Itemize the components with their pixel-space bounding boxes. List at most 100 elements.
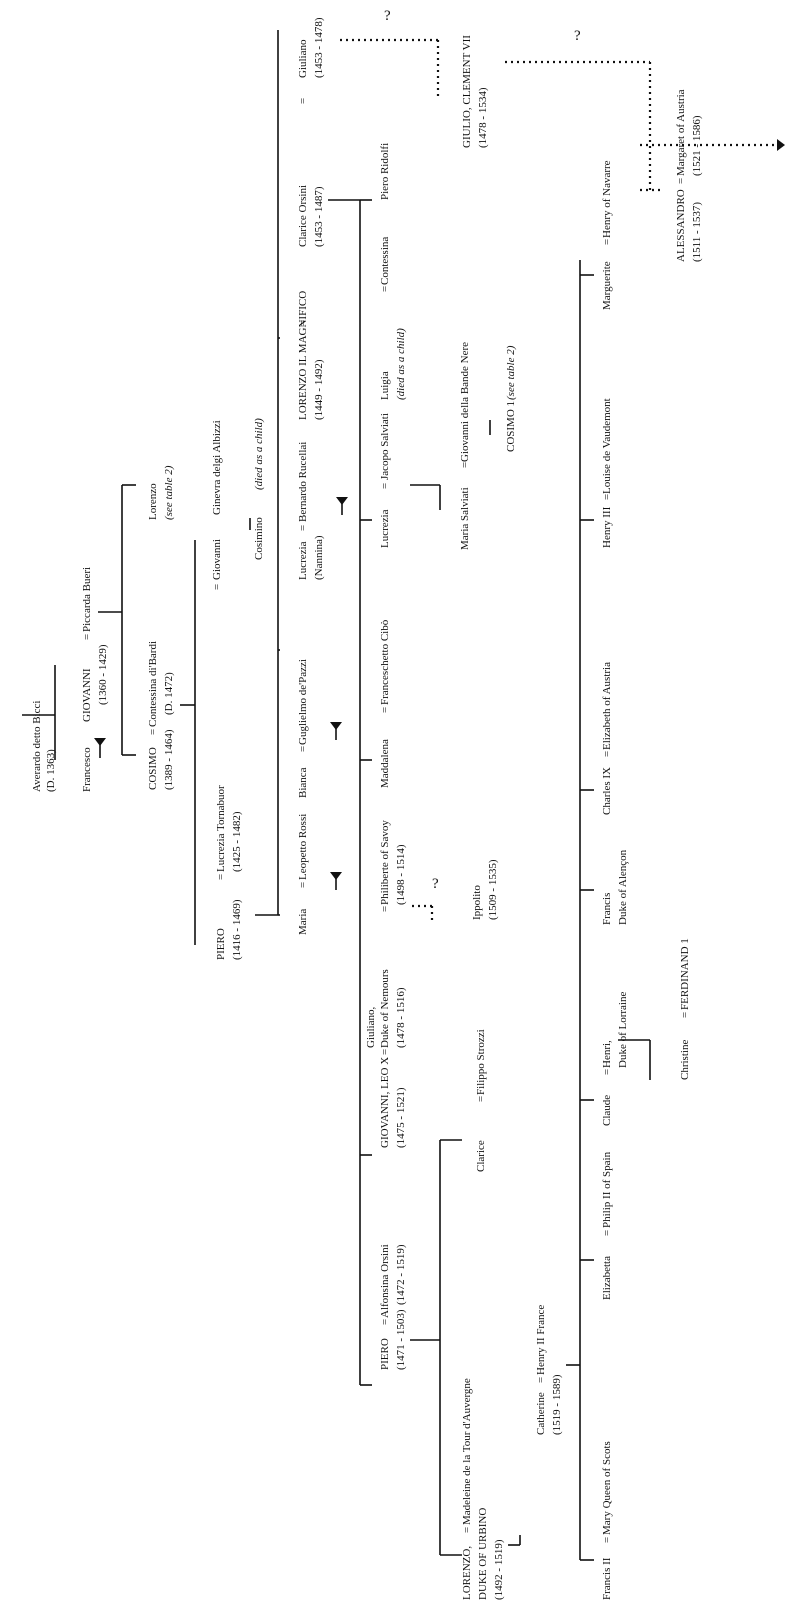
- dates-ippolito: (1509 - 1535): [487, 859, 499, 920]
- dates-alfonsina: (1472 - 1519): [395, 1244, 407, 1305]
- dates-piero-gouty: (1416 - 1469): [231, 899, 243, 960]
- dates-lorenzo-urbino: (1492 - 1519): [493, 1539, 505, 1600]
- name-maria-salviati: Maria Salviati: [459, 487, 471, 550]
- note-cosimo-i: (see table 2): [505, 345, 517, 400]
- name-giovanni-bicci: GIOVANNI: [81, 668, 93, 722]
- name-ippolito: Ippolito: [471, 885, 483, 920]
- name-cosimo-i: COSIMO 1: [505, 401, 517, 452]
- note-cosimino: (died as a child): [253, 418, 265, 490]
- name-claude: Claude: [601, 1095, 613, 1126]
- spouse-philiberte: Philiberte of Savoy: [379, 820, 391, 905]
- name-henry-iii: Henry III: [601, 506, 613, 548]
- dates-lucrezia-tornabuoni: (1425 - 1482): [231, 811, 243, 872]
- uncertain-mark: ?: [574, 28, 581, 44]
- arrow-icon: [94, 738, 106, 746]
- dates-giuliano-nemours: (1478 - 1516): [395, 987, 407, 1048]
- arrow-icon: [336, 497, 348, 505]
- spouse-henry-navarre: Henry of Navarre: [601, 160, 613, 238]
- name-luigia: Luigia: [379, 371, 391, 400]
- marriage-mark: =: [379, 483, 391, 489]
- name-charles-ix: Charles IX: [601, 767, 613, 815]
- spouse-louise: Louise de Vaudemont: [601, 398, 613, 494]
- dates-philiberte: (1498 - 1514): [395, 844, 407, 905]
- marriage-mark: =: [379, 1319, 391, 1325]
- marriage-mark: =: [379, 707, 391, 713]
- marriage-mark: =: [297, 882, 309, 888]
- marriage-mark: =: [297, 746, 309, 752]
- dates-lorenzo-magnifico: (1449 - 1492): [313, 359, 325, 420]
- spouse-lucrezia-tornabuoni: Lucrezia Tornabuor: [215, 785, 227, 872]
- note-lorenzo-elder: (see table 2): [163, 465, 175, 520]
- spouse-elizabeth-austria: Elizabeth of Austria: [601, 662, 613, 750]
- spouse-leopetto: Leopetto Rossi: [297, 814, 309, 880]
- spouse-philip-ii: Philip II of Spain: [601, 1151, 613, 1228]
- marriage-mark: =: [461, 1527, 473, 1533]
- spouse-ferdinand: FERDINAND 1: [679, 938, 691, 1010]
- marriage-mark: =: [297, 525, 309, 531]
- spouse-guglielmo: Guglielmo de'Pazzi: [297, 659, 309, 745]
- marriage-mark: =: [379, 1049, 391, 1055]
- marriage-mark: =: [601, 1069, 613, 1075]
- name-lucrezia-nannina: Lucrezia: [297, 541, 309, 580]
- spouse-clarice-orsini: Clarice Orsini: [297, 185, 309, 247]
- spouse-henri-lorraine: Henri,: [601, 1040, 613, 1068]
- name-giulio-clement-vii: GIULIO, CLEMENT VII: [461, 35, 473, 148]
- title-duke-alencon: Duke of Alençon: [617, 849, 629, 925]
- name-contessina: Contessina: [379, 237, 391, 285]
- name-giuliano: Giuliano: [297, 39, 309, 78]
- dates-giuliano: (1453 - 1478): [313, 17, 325, 78]
- name-christine: Christine: [679, 1040, 691, 1080]
- tree-connector-lines: [22, 30, 785, 1561]
- name-clarice-younger: Clarice: [475, 1140, 487, 1172]
- name-lorenzo-magnifico: LORENZO IL MAGNIFICO: [297, 291, 309, 420]
- uncertain-mark: ?: [432, 876, 439, 892]
- spouse-margaret-austria: Margaret of Austria: [675, 89, 687, 176]
- tree-labels: Averardo detto Bicci(D. 1363)FrancescoGI…: [31, 8, 703, 1600]
- marriage-mark: =: [601, 1230, 613, 1236]
- spouse-piccarda: Piccarda Bueri: [81, 567, 93, 632]
- note-nannina: (Nannina): [313, 535, 325, 580]
- spouse-piero-ridolfi: Piero Ridolfi: [379, 143, 391, 200]
- marriage-mark: =: [211, 584, 223, 590]
- marriage-mark: =: [297, 320, 309, 326]
- dates-margaret-austria: (1521 - 1586): [691, 115, 703, 176]
- arrow-icon: [330, 872, 342, 880]
- dates-piero-unfortunate: (1471 - 1503): [395, 1309, 407, 1370]
- spouse-jacopo: Jacopo Salviati: [379, 413, 391, 480]
- spouse-franceschetto: Franceschetto Cibò: [379, 619, 391, 705]
- name-averardo: Averardo detto Bicci: [31, 701, 43, 792]
- name-francis-ii: Francis II: [601, 1557, 613, 1600]
- spouse-giovanni-bande-nere: Giovanni della Bande Nere: [459, 342, 471, 462]
- arrow-icon: [330, 722, 342, 730]
- marriage-mark: =: [475, 1096, 487, 1102]
- dates-cosimo: (1389 - 1464): [163, 729, 175, 790]
- spouse-alfonsina: Alfonsina Orsini: [379, 1244, 391, 1318]
- name-giovanni-leo: GIOVANNI, LEO X: [379, 1057, 391, 1148]
- name-giuliano-nemours: Giuliano,: [365, 1007, 377, 1048]
- spouse-ginevra: Ginevra delgi Albizzi: [211, 420, 223, 515]
- spouse-filippo-strozzi: Filippo Strozzi: [475, 1029, 487, 1095]
- marriage-mark: =: [601, 494, 613, 500]
- note-luigia: (died as a child): [395, 328, 407, 400]
- marriage-mark: =: [379, 286, 391, 292]
- name-francis-alencon: Francis: [601, 893, 613, 925]
- name-piero-gouty: PIERO: [215, 928, 227, 960]
- title-duke-lorraine: Duke of Lorraine: [617, 992, 629, 1068]
- arrow-icon: [777, 139, 785, 151]
- name-maria: Maria: [297, 909, 309, 935]
- marriage-mark: =: [147, 729, 159, 735]
- marriage-mark: =: [297, 98, 309, 104]
- marriage-mark: =: [535, 1377, 547, 1383]
- dates-contessina-bardi: (D. 1472): [163, 672, 175, 715]
- marriage-mark: =: [81, 634, 93, 640]
- name-lucrezia-salviati: Lucrezia: [379, 509, 391, 548]
- dates-alessandro: (1511 - 1537): [691, 202, 703, 262]
- marriage-mark: =: [675, 178, 687, 184]
- name-francesco: Francesco: [81, 747, 93, 792]
- spouse-contessina-bardi: Contessina di'Bardi: [147, 641, 159, 727]
- name-piero-unfortunate: PIERO: [379, 1338, 391, 1370]
- marriage-mark: =: [601, 751, 613, 757]
- name-giovanni-son: Giovanni: [211, 539, 223, 580]
- title-duke-urbino: DUKE OF URBINO: [477, 1508, 489, 1600]
